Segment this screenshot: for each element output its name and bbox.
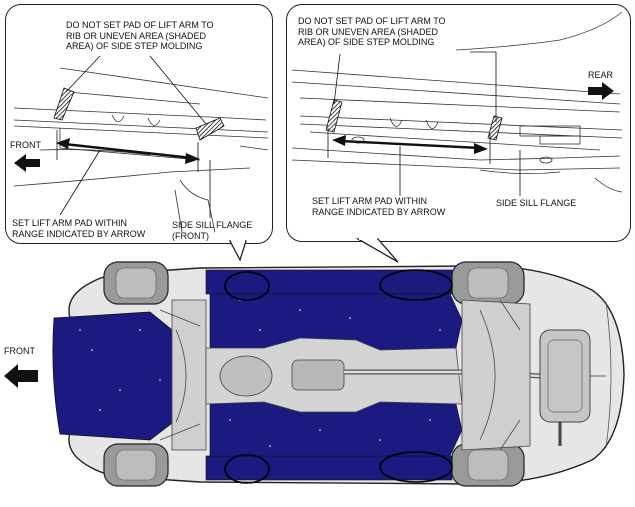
right-warning-text: DO NOT SET PAD OF LIFT ARM TO RIB OR UNE… — [298, 16, 446, 47]
left-warning-leader-2 — [149, 55, 207, 125]
right-front-shaded-area — [487, 115, 503, 141]
left-flange-text: SIDE SILL FLANGE (FRONT) — [172, 220, 253, 241]
vehicle-underbody — [52, 261, 625, 487]
right-range-arrow — [327, 128, 491, 164]
right-rear-shaded-area — [325, 99, 343, 133]
right-rear-arrow-icon — [588, 82, 614, 100]
left-sill-illustration — [13, 67, 269, 233]
left-front-label: FRONT — [10, 140, 41, 150]
lift-point-front-right — [224, 454, 270, 484]
left-callout-frame — [5, 4, 273, 244]
left-range-text: SET LIFT ARM PAD WITHIN RANGE INDICATED … — [12, 218, 146, 239]
left-front-arrow-icon — [14, 154, 40, 172]
lift-point-rear-left — [379, 269, 453, 301]
left-front-shaded-area — [195, 117, 225, 141]
left-callout-tail — [228, 240, 247, 262]
left-range-arrow — [56, 130, 200, 172]
left-rear-shaded-area — [53, 87, 75, 121]
lift-point-rear-right — [379, 451, 453, 483]
left-warning-leader-1 — [65, 55, 101, 93]
right-callout-tail — [355, 238, 399, 263]
right-rear-label: REAR — [588, 70, 614, 80]
lift-point-front-left — [224, 271, 270, 301]
right-range-text: SET LIFT ARM PAD WITHIN RANGE INDICATED … — [312, 196, 446, 217]
right-warning-leader-1 — [333, 53, 341, 105]
underbody-front-label: FRONT — [4, 346, 35, 356]
right-flange-text: SIDE SILL FLANGE — [496, 198, 577, 208]
underbody-front-arrow-icon — [4, 364, 38, 388]
left-range-leader — [59, 149, 101, 216]
left-warning-text: DO NOT SET PAD OF LIFT ARM TO RIB OR UNE… — [66, 20, 214, 51]
right-sill-illustration — [291, 11, 623, 193]
